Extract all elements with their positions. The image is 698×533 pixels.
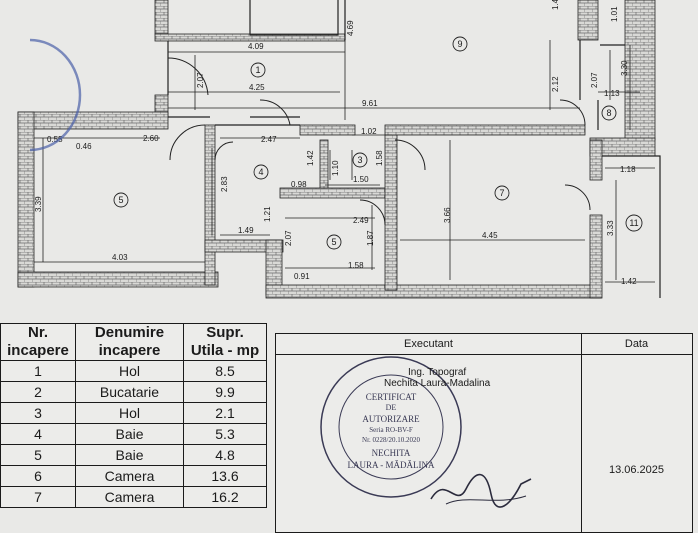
svg-text:4.25: 4.25 (249, 83, 265, 92)
svg-text:AUTORIZARE: AUTORIZARE (362, 414, 420, 424)
svg-text:2.07: 2.07 (284, 230, 293, 246)
svg-text:2.49: 2.49 (353, 216, 369, 225)
svg-text:0.55: 0.55 (47, 135, 63, 144)
header-area: Supr.Utila - mp (183, 323, 267, 361)
svg-text:1.50: 1.50 (353, 175, 369, 184)
svg-text:2.07: 2.07 (196, 72, 205, 88)
room-number-1: 1 (255, 65, 260, 75)
svg-text:2.83: 2.83 (220, 176, 229, 192)
room-number-5: 5 (331, 237, 336, 247)
room-number-4: 4 (258, 167, 263, 177)
svg-text:3.30: 3.30 (620, 60, 629, 76)
svg-text:LAURA - MĂDĂLINA: LAURA - MĂDĂLINA (348, 460, 435, 470)
svg-text:1.02: 1.02 (361, 127, 377, 136)
svg-text:3.33: 3.33 (606, 220, 615, 236)
svg-text:1.58: 1.58 (375, 150, 384, 166)
svg-text:1.42: 1.42 (621, 277, 637, 286)
svg-text:1.13: 1.13 (604, 89, 620, 98)
date-value: 13.06.2025 (608, 464, 665, 476)
svg-text:1.58: 1.58 (348, 261, 364, 270)
header-nr: Nr.incapere (0, 323, 76, 361)
room-number-9: 9 (457, 39, 462, 49)
engineer-title: Ing. Topograf (407, 367, 467, 378)
svg-text:3.66: 3.66 (443, 207, 452, 223)
room-number-8: 8 (606, 108, 611, 118)
executant-box: Executant CERTIFICAT DE AUTORIZARE Seria… (275, 333, 693, 533)
dimension-labels: 4.09 4.25 9.61 2.07 4.69 2.12 2.07 3.30 … (34, 0, 637, 286)
svg-text:0.98: 0.98 (291, 180, 307, 189)
svg-text:1.49: 1.49 (238, 226, 254, 235)
executant-column: Executant CERTIFICAT DE AUTORIZARE Seria… (276, 334, 582, 532)
room-number-7: 7 (499, 188, 504, 198)
floor-plan: 1 3 4 5 5 7 8 9 11 4.09 4.25 9.61 2.07 4… (17, 0, 661, 299)
svg-text:4.09: 4.09 (248, 42, 264, 51)
svg-text:2.07: 2.07 (590, 72, 599, 88)
svg-text:0.46: 0.46 (76, 142, 92, 151)
executant-header: Executant (276, 334, 581, 355)
partial-stamp (29, 38, 82, 152)
svg-text:2.47: 2.47 (261, 135, 277, 144)
svg-text:1.21: 1.21 (263, 206, 272, 222)
svg-text:NECHITA: NECHITA (372, 448, 411, 458)
walls (17, 0, 656, 299)
svg-text:0.91: 0.91 (294, 272, 310, 281)
svg-text:3.39: 3.39 (34, 196, 43, 212)
svg-text:1.10: 1.10 (331, 160, 340, 176)
svg-text:1.18: 1.18 (620, 165, 636, 174)
engineer-name: Nechita Laura-Madalina (384, 378, 491, 389)
date-column: Data 13.06.2025 (581, 334, 692, 532)
svg-text:1.87: 1.87 (366, 230, 375, 246)
svg-text:CERTIFICAT: CERTIFICAT (366, 392, 417, 402)
date-header: Data (581, 334, 692, 355)
svg-text:DE: DE (386, 403, 397, 412)
room-number-3: 3 (357, 155, 362, 165)
svg-text:9.61: 9.61 (362, 99, 378, 108)
svg-text:4.69: 4.69 (346, 20, 355, 36)
room-labels (113, 36, 643, 250)
signature (430, 473, 532, 508)
engineer-info: Ing. Topograf Nechita Laura-Madalina (384, 367, 490, 389)
svg-text:1.01: 1.01 (610, 6, 619, 22)
svg-text:Nr. 0228/20.10.2020: Nr. 0228/20.10.2020 (362, 436, 420, 444)
svg-text:4.03: 4.03 (112, 253, 128, 262)
svg-text:2.12: 2.12 (551, 76, 560, 92)
svg-text:4.45: 4.45 (482, 231, 498, 240)
room-number-11: 11 (629, 218, 638, 228)
svg-text:2.60: 2.60 (143, 134, 159, 143)
svg-text:1.42: 1.42 (306, 150, 315, 166)
svg-text:1.41: 1.41 (551, 0, 560, 10)
svg-text:Seria RO-BV-F: Seria RO-BV-F (369, 426, 413, 434)
authorization-stamp: CERTIFICAT DE AUTORIZARE Seria RO-BV-F N… (320, 356, 462, 498)
room-number-5b: 5 (118, 195, 123, 205)
